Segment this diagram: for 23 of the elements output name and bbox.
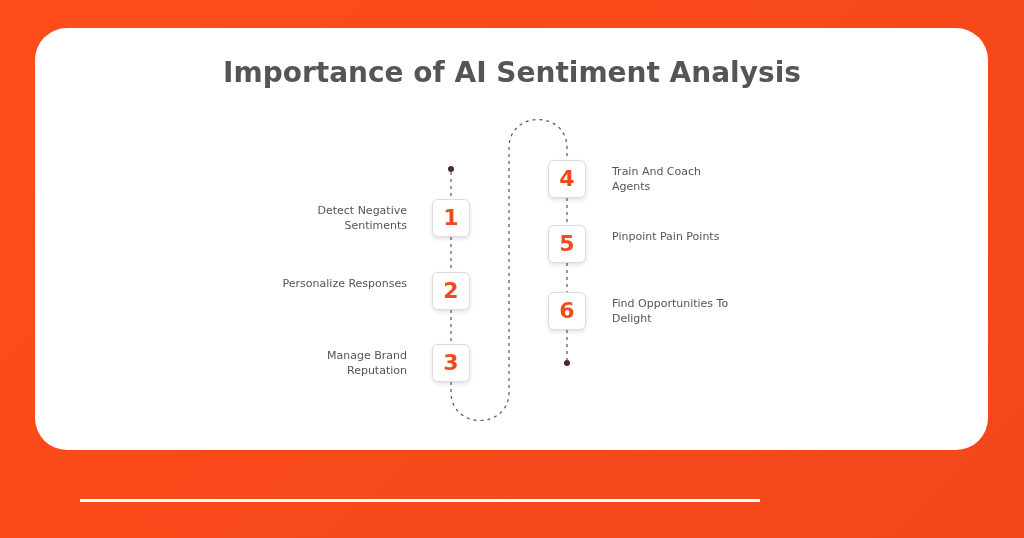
step-box [432,199,470,237]
step-number: 4 [559,168,575,190]
step-box [432,344,470,382]
step-box [432,272,470,310]
step-number: 3 [443,352,459,374]
dashed-connector [566,329,568,361]
step-label: Detect Negative Sentiments [316,203,407,233]
step-box [548,225,586,263]
title: Importance of AI Sentiment Analysis [222,56,802,89]
step-box [548,160,586,198]
step-box [548,292,586,330]
step-label: Train And Coach Agents [612,164,703,194]
step-label: Manage Brand Reputation [326,348,407,378]
step-number: 2 [443,280,459,302]
dashed-connector [450,118,568,422]
dot [564,360,570,366]
step-number: 1 [443,207,459,229]
step-label: Find Opportunities To Delight [612,296,730,326]
step-number: 5 [559,233,575,255]
step-number: 6 [559,300,575,322]
step-label: Personalize Responses [281,276,407,291]
step-label: Pinpoint Pain Points [612,229,721,244]
dot [448,166,454,172]
